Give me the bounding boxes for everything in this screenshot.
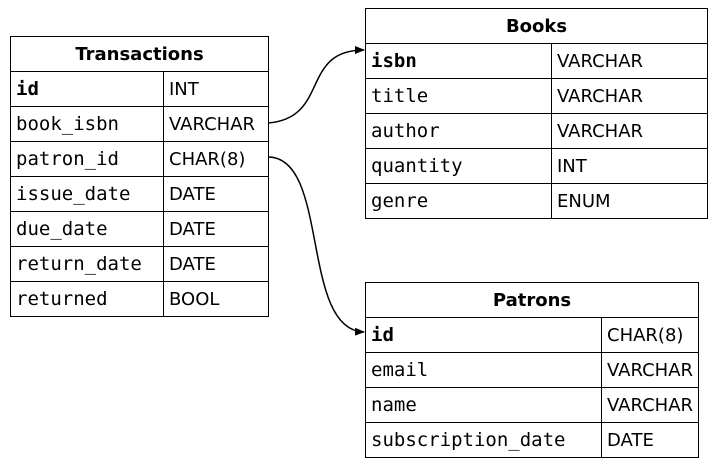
- table-title: Patrons: [364, 282, 700, 318]
- transactions-table: Transactions id INT book_isbn VARCHAR pa…: [10, 36, 269, 317]
- column-name: genre: [365, 183, 552, 219]
- table-row: subscription_date DATE: [365, 422, 700, 458]
- column-type: DATE: [600, 422, 700, 458]
- column-type: INT: [163, 71, 269, 107]
- column-type: VARCHAR: [600, 387, 700, 423]
- column-type: CHAR(8): [600, 317, 700, 353]
- table-row: name VARCHAR: [365, 387, 700, 423]
- column-name: name: [365, 387, 602, 423]
- column-name: title: [365, 78, 552, 114]
- column-type: BOOL: [163, 281, 269, 317]
- column-name: email: [365, 352, 602, 388]
- book-isbn-to-isbn-link: [267, 46, 365, 124]
- column-name: due_date: [10, 211, 164, 247]
- table-row: email VARCHAR: [365, 352, 700, 388]
- table-row: quantity INT: [365, 148, 709, 184]
- column-name: subscription_date: [365, 422, 602, 458]
- table-header-row: Patrons: [364, 282, 700, 318]
- column-type: VARCHAR: [550, 43, 709, 79]
- table-row: author VARCHAR: [365, 113, 709, 149]
- column-type: DATE: [163, 211, 269, 247]
- table-title: Books: [364, 8, 709, 44]
- table-row: id CHAR(8): [365, 317, 700, 353]
- table-row: returned BOOL: [10, 281, 269, 317]
- column-type: INT: [550, 148, 709, 184]
- column-name: id: [365, 317, 602, 353]
- column-type: DATE: [163, 246, 269, 282]
- table-row: return_date DATE: [10, 246, 269, 282]
- column-type: VARCHAR: [163, 106, 269, 142]
- column-name: author: [365, 113, 552, 149]
- column-name: return_date: [10, 246, 164, 282]
- table-row: patron_id CHAR(8): [10, 141, 269, 177]
- column-name: returned: [10, 281, 164, 317]
- column-name: issue_date: [10, 176, 164, 212]
- column-name: quantity: [365, 148, 552, 184]
- column-type: DATE: [163, 176, 269, 212]
- column-type: VARCHAR: [600, 352, 700, 388]
- table-row: id INT: [10, 71, 269, 107]
- column-name: id: [10, 71, 164, 107]
- table-header-row: Transactions: [10, 36, 269, 72]
- table-header-row: Books: [364, 8, 709, 44]
- table-row: issue_date DATE: [10, 176, 269, 212]
- column-type: VARCHAR: [550, 78, 709, 114]
- patron-id-to-id-link: [267, 156, 365, 336]
- column-type: CHAR(8): [163, 141, 269, 177]
- table-title: Transactions: [10, 36, 269, 72]
- table-row: title VARCHAR: [365, 78, 709, 114]
- column-name: book_isbn: [10, 106, 164, 142]
- column-type: VARCHAR: [550, 113, 709, 149]
- column-type: ENUM: [550, 183, 709, 219]
- table-row: book_isbn VARCHAR: [10, 106, 269, 142]
- table-row: due_date DATE: [10, 211, 269, 247]
- table-row: genre ENUM: [365, 183, 709, 219]
- column-name: isbn: [365, 43, 552, 79]
- column-name: patron_id: [10, 141, 164, 177]
- books-table: Books isbn VARCHAR title VARCHAR author …: [364, 8, 709, 219]
- table-row: isbn VARCHAR: [365, 43, 709, 79]
- patrons-table: Patrons id CHAR(8) email VARCHAR name VA…: [364, 282, 700, 458]
